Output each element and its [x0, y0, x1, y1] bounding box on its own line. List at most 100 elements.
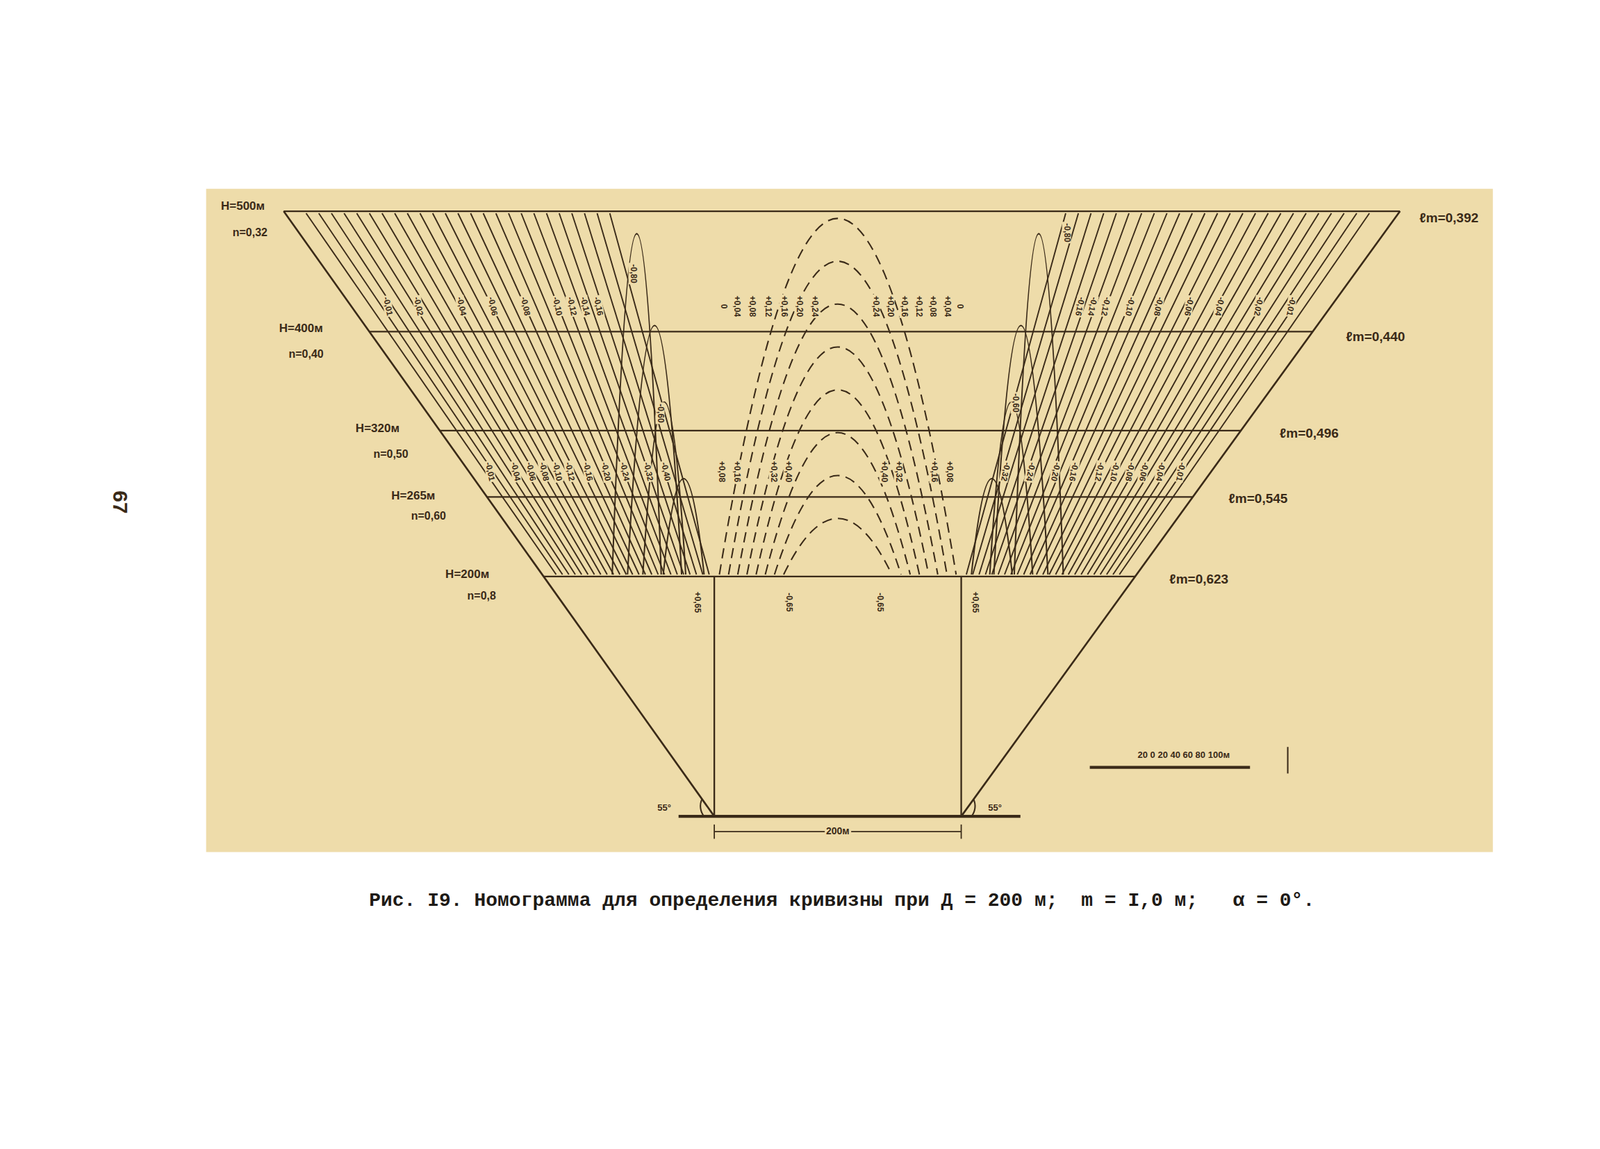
extremum-isoline: [1014, 233, 1064, 575]
isoline: [1106, 213, 1345, 575]
isoline: [978, 213, 1091, 575]
dashed-isoline: [783, 518, 893, 575]
isoline: [1017, 213, 1167, 575]
curvature-value: +0,32: [769, 459, 779, 483]
curvature-value: +0,12: [762, 293, 772, 318]
depth-label: H=500м: [219, 199, 267, 213]
seam-base: [678, 814, 1021, 818]
isoline: [432, 213, 621, 575]
isoline: [1010, 213, 1154, 575]
page-number: 67: [109, 489, 133, 515]
isoline: [1062, 213, 1257, 575]
angle-label: 55°: [655, 803, 673, 813]
curvature-value: +0,04: [942, 293, 952, 318]
ratio-label: n=0,8: [466, 589, 498, 603]
isoline: [445, 213, 626, 575]
isoline: [998, 213, 1129, 575]
isoline: [597, 213, 704, 575]
ratio-label: n=0,40: [286, 348, 325, 361]
paper-ground: [206, 188, 1494, 853]
isoline: [1055, 213, 1243, 575]
curvature-value: +0,12: [913, 293, 923, 318]
curvature-value: -0,65: [784, 591, 794, 613]
curvature-value: +0,32: [893, 459, 903, 483]
isoline: [972, 213, 1079, 575]
angle-arc: [971, 798, 975, 817]
isoline: [1100, 213, 1332, 575]
scale-label: 20 0 20 40 60 80 100м: [1135, 750, 1232, 761]
curvature-max-label: ℓm=0,496: [1278, 426, 1341, 442]
curvature-value: -0,65: [874, 591, 884, 613]
depth-level-line: [283, 210, 1400, 212]
isoline: [420, 213, 615, 575]
dimension-tick: [713, 824, 715, 840]
curvature-value: +0,20: [794, 293, 804, 318]
curvature-value: +0,08: [928, 293, 938, 318]
isoline: [382, 213, 595, 575]
panel-boundary: [713, 576, 715, 817]
trapezoid-edge: [961, 211, 1401, 817]
ratio-label: n=0,32: [231, 226, 269, 239]
isoline: [546, 213, 678, 575]
curvature-value: +0,20: [885, 293, 895, 318]
extremum-isoline: [663, 478, 705, 575]
curvature-value: -0,60: [655, 402, 665, 424]
isoline: [1094, 213, 1320, 575]
isoline: [1074, 213, 1282, 575]
isoline: [992, 213, 1117, 575]
dashed-isoline: [728, 261, 947, 575]
curvature-value: +0,08: [944, 459, 954, 483]
curvature-max-label: ℓm=0,440: [1344, 329, 1407, 344]
dashed-isoline: [746, 346, 929, 575]
curvature-value: +0,16: [778, 293, 788, 318]
extremum-isoline: [994, 325, 1049, 575]
dashed-isoline: [755, 389, 920, 575]
angle-arc: [700, 798, 704, 817]
curvature-value: 0: [954, 302, 964, 310]
isoline: [559, 213, 684, 575]
isoline: [966, 213, 1066, 575]
nomogram-lines: [283, 211, 1400, 839]
dashed-isoline: [737, 304, 938, 575]
isoline: [1042, 213, 1218, 575]
curvature-value: +0,16: [899, 293, 909, 318]
angle-label: 55°: [986, 803, 1004, 813]
isoline: [343, 213, 576, 575]
dimension-tick: [960, 824, 963, 840]
curvature-value: +0,16: [732, 459, 742, 483]
isoline: [331, 213, 569, 575]
scale-bar: [1090, 765, 1251, 769]
curvature-value: 0: [719, 302, 729, 310]
isoline: [584, 213, 697, 575]
curvature-value: -0,80: [628, 262, 638, 285]
isoline: [609, 213, 710, 575]
isoline: [1081, 213, 1294, 575]
depth-label: H=400м: [277, 322, 325, 336]
curvature-value: +0,16: [928, 459, 938, 483]
curvature-value: +0,04: [732, 293, 742, 318]
isoline: [985, 213, 1104, 575]
curvature-value: +0,24: [871, 293, 881, 318]
curvature-value: +0,40: [782, 459, 793, 483]
ratio-label: n=0,60: [409, 509, 448, 523]
curvature-value: +0,65: [692, 589, 702, 614]
dimension-label: 200м: [824, 826, 852, 837]
curvature-value: +0,40: [878, 459, 888, 483]
ratio-label: n=0,50: [371, 448, 410, 461]
extremum-isoline: [642, 402, 686, 575]
isoline: [356, 213, 582, 575]
isoline: [1024, 213, 1180, 575]
extremum-isoline: [971, 478, 1013, 575]
depth-label: H=265м: [389, 489, 437, 503]
curvature-value: +0,65: [969, 589, 979, 614]
curvature-value: -0,60: [1010, 391, 1020, 414]
isoline: [1049, 213, 1230, 575]
panel-boundary: [960, 576, 962, 817]
isoline: [508, 213, 658, 575]
dashed-isoline: [719, 218, 956, 575]
dashed-isoline: [765, 432, 911, 575]
curvature-max-label: ℓm=0,545: [1227, 491, 1290, 507]
trapezoid-edge: [283, 211, 715, 817]
